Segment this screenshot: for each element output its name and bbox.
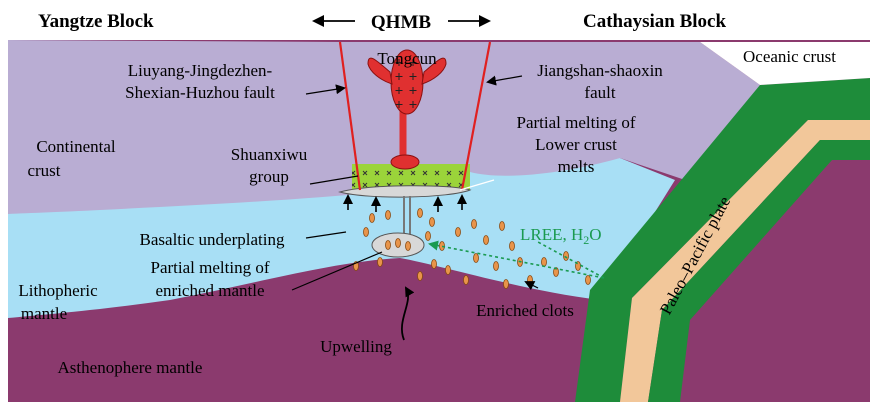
yangtze-block-title: Yangtze Block bbox=[38, 11, 154, 32]
partial-enriched-label-1: Partial melting of bbox=[151, 258, 270, 277]
tongcun-label: Tongcun bbox=[377, 49, 437, 68]
upwelling-label: Upwelling bbox=[320, 337, 392, 356]
oceanic-crust-label: Oceanic crust bbox=[743, 47, 836, 66]
shuanxiwu-label-1: Shuanxiwu bbox=[231, 145, 308, 164]
shuanxiwu-label-2: group bbox=[249, 167, 289, 186]
lree-h2o-prefix: LREE, H bbox=[520, 225, 583, 244]
qhmb-header: QHMB bbox=[312, 12, 491, 33]
qhmb-label: QHMB bbox=[371, 12, 431, 33]
enriched-clots-label: Enriched clots bbox=[476, 301, 574, 320]
partial-lower-crust-label-3: melts bbox=[558, 157, 595, 176]
lithopheric-mantle-label-2: mantle bbox=[21, 304, 67, 323]
liuyang-fault-label-2: Shexian-Huzhou fault bbox=[125, 83, 275, 102]
jiangshan-fault-label-1: Jiangshan-shaoxin bbox=[537, 61, 663, 80]
partial-enriched-label-2: enriched mantle bbox=[155, 281, 264, 300]
continental-crust-label-2: crust bbox=[27, 161, 60, 180]
partial-lower-crust-label-1: Partial melting of bbox=[517, 113, 636, 132]
basaltic-underplating-label: Basaltic underplating bbox=[140, 230, 285, 249]
continental-crust-label-1: Continental bbox=[36, 137, 116, 156]
lithopheric-mantle-label-1: Lithopheric bbox=[18, 281, 98, 300]
lree-h2o-label: LREE, H2O bbox=[520, 225, 602, 247]
jiangshan-fault-label-2: fault bbox=[584, 83, 615, 102]
asthenosphere-label: Asthenophere mantle bbox=[58, 358, 203, 377]
lree-h2o-suffix: O bbox=[589, 225, 601, 244]
partial-lower-crust-label-2: Lower crust bbox=[535, 135, 617, 154]
liuyang-fault-label-1: Liuyang-Jingdezhen- bbox=[128, 61, 273, 80]
cathaysian-block-title: Cathaysian Block bbox=[583, 11, 726, 32]
